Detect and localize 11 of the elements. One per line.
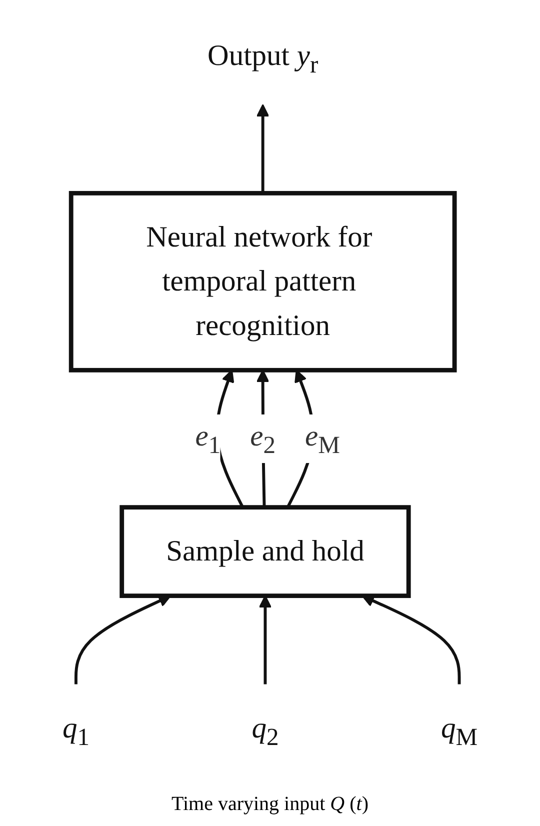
edge-label: e$_{2}$ bbox=[250, 420, 276, 459]
input-caption: Time varying input Q (t) bbox=[171, 793, 369, 816]
edge-label: e$_{1}$ bbox=[195, 420, 221, 459]
node-text: q$_{M}$ bbox=[440, 712, 478, 751]
node-box: Neural network for temporal pattern recognition bbox=[68, 190, 457, 372]
arrow bbox=[256, 104, 270, 194]
node-box: Sample and hold bbox=[120, 505, 411, 598]
node-text: q$_{2}$ bbox=[252, 712, 279, 751]
node-text: q$_{1}$ bbox=[62, 712, 90, 751]
edge-label: e$_{M}$ bbox=[305, 420, 340, 459]
node-text: Output y$_{r}$ bbox=[208, 40, 318, 78]
